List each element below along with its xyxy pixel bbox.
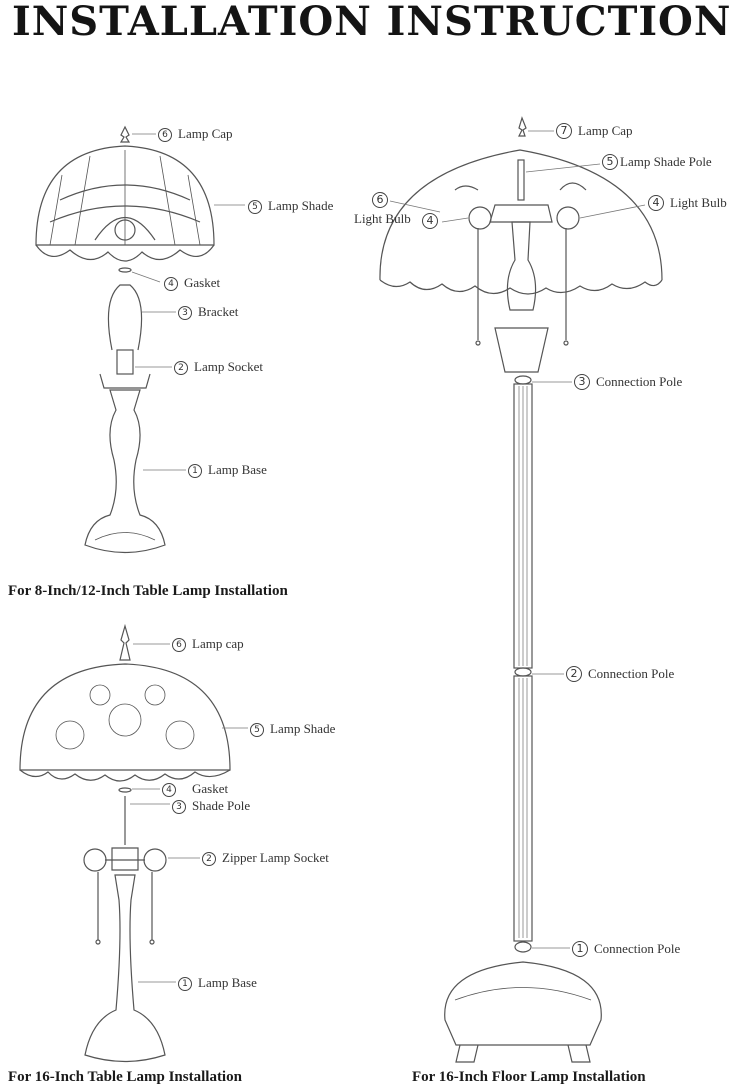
part-label-text: Connection Pole [588, 666, 675, 681]
part-number-badge: 4 [422, 213, 438, 229]
part-label-text: Lamp Socket [194, 359, 263, 374]
lamp-socket-a-shape [116, 349, 134, 375]
table-lamp-a-illustration [35, 125, 215, 554]
part-label-text: Light Bulb [354, 211, 411, 226]
part-number-badge: 2 [202, 852, 216, 866]
bulb-left-c-shape [468, 206, 492, 230]
lamp-shade-c-shape [379, 149, 663, 281]
part-label-lamp-base-b: 1 Lamp Base [178, 975, 257, 991]
part-label-text: Connection Pole [594, 941, 681, 956]
part-label-text: Lamp Base [208, 462, 267, 477]
part-label-text: Lamp Shade [270, 721, 336, 736]
floor-lamp-base-shape [444, 961, 602, 1046]
part-label-lamp-shade-a: 5 Lamp Shade [248, 198, 333, 214]
part-label-lamp-base-a: 1 Lamp Base [188, 462, 267, 478]
part-number-badge: 3 [172, 800, 186, 814]
lamp-cap-b-shape [119, 623, 131, 661]
part-label-connection-pole-2: 2 Connection Pole [566, 666, 674, 682]
part-label-text: Lamp cap [192, 636, 244, 651]
part-number-badge: 1 [188, 464, 202, 478]
part-number-badge: 5 [602, 154, 618, 170]
part-label-lamp-socket-a: 2 Lamp Socket [174, 359, 263, 375]
part-number-badge: 3 [178, 306, 192, 320]
part-number-badge: 6 [372, 192, 388, 208]
part-number-badge: 5 [250, 723, 264, 737]
part-label-bracket-a: 3 Bracket [178, 304, 238, 320]
part-number-badge: 6 [158, 128, 172, 142]
part-number-badge: 7 [556, 123, 572, 139]
part-number-badge: 2 [566, 666, 582, 682]
part-label-text: Gasket [192, 781, 229, 796]
part-label-text: Gasket [184, 275, 221, 290]
lamp-shade-a-shape [35, 145, 215, 246]
part-label-gasket-a: 4 Gasket [164, 275, 220, 291]
part-number-badge: 4 [162, 783, 176, 797]
part-label-light-bulb-left: Light Bulb [354, 211, 411, 227]
leader-lines [130, 130, 646, 983]
part-label-connection-pole-3: 3 Connection Pole [574, 374, 682, 390]
part-label-zipper-lamp-socket-b: 2 Zipper Lamp Socket [202, 850, 329, 866]
bulb-right-b-shape [143, 848, 167, 872]
caption-table-lamp-small: For 8-Inch/12-Inch Table Lamp Installati… [8, 583, 288, 599]
lamp-shade-b-shape [19, 663, 231, 771]
part-label-connection-pole-1: 1 Connection Pole [572, 941, 680, 957]
caption-floor-lamp-16: For 16-Inch Floor Lamp Installation [412, 1069, 646, 1085]
page-title: INSTALLATION INSTRUCTION [12, 0, 732, 45]
connector-c-shape [494, 327, 549, 373]
part-number-badge: 4 [648, 195, 664, 211]
part-label-gasket-b: 4 Gasket [162, 781, 228, 797]
part-label-text: Lamp Shade [268, 198, 334, 213]
zipper-socket-b-shape [105, 847, 145, 871]
bulb-left-b-shape [83, 848, 107, 872]
part-label-lamp-shade-b: 5 Lamp Shade [250, 721, 335, 737]
part-number-light-bulb-6: 6 [372, 192, 394, 208]
part-label-text: Zipper Lamp Socket [222, 850, 329, 865]
connection-pole-2-shape [513, 675, 533, 942]
lamp-base-b-shape [84, 874, 166, 1063]
part-label-text: Shade Pole [192, 798, 251, 813]
bracket-a-shape [107, 284, 143, 351]
table-lamp-b-illustration [19, 623, 231, 1063]
part-label-lamp-cap-b: 6 Lamp cap [172, 636, 244, 652]
part-number-badge: 4 [164, 277, 178, 291]
part-label-light-bulb-right: 4 Light Bulb [648, 195, 727, 211]
bulb-right-c-shape [556, 206, 580, 230]
part-number-badge: 1 [178, 977, 192, 991]
part-label-text: Lamp Shade Pole [620, 154, 712, 169]
lamp-cap-c-shape [518, 116, 527, 137]
part-label-text: Bracket [198, 304, 239, 319]
caption-table-lamp-16: For 16-Inch Table Lamp Installation [8, 1069, 242, 1085]
part-label-text: Lamp Cap [578, 123, 633, 138]
part-label-lamp-cap-a: 6 Lamp Cap [158, 126, 233, 142]
part-label-text: Connection Pole [596, 374, 683, 389]
lamp-cap-a-shape [119, 125, 131, 143]
gasket-a-shape [118, 267, 132, 273]
part-label-shade-pole-b: 3 Shade Pole [172, 798, 250, 814]
part-label-text: Light Bulb [670, 195, 727, 210]
part-label-text: Lamp Base [198, 975, 257, 990]
part-label-text: Lamp Cap [178, 126, 233, 141]
part-label-lamp-cap-c: 7 Lamp Cap [556, 123, 633, 139]
part-number-badge: 6 [172, 638, 186, 652]
shade-pole-c-shape [517, 159, 525, 201]
floor-lamp-illustration [379, 116, 663, 1063]
part-number-badge: 1 [572, 941, 588, 957]
part-number-badge: 3 [574, 374, 590, 390]
part-number-badge: 2 [174, 361, 188, 375]
lamp-base-a-shape [84, 389, 166, 554]
gasket-b-shape [118, 787, 132, 793]
part-number-badge: 5 [248, 200, 262, 214]
part-number-socket-4: 4 [422, 213, 444, 229]
